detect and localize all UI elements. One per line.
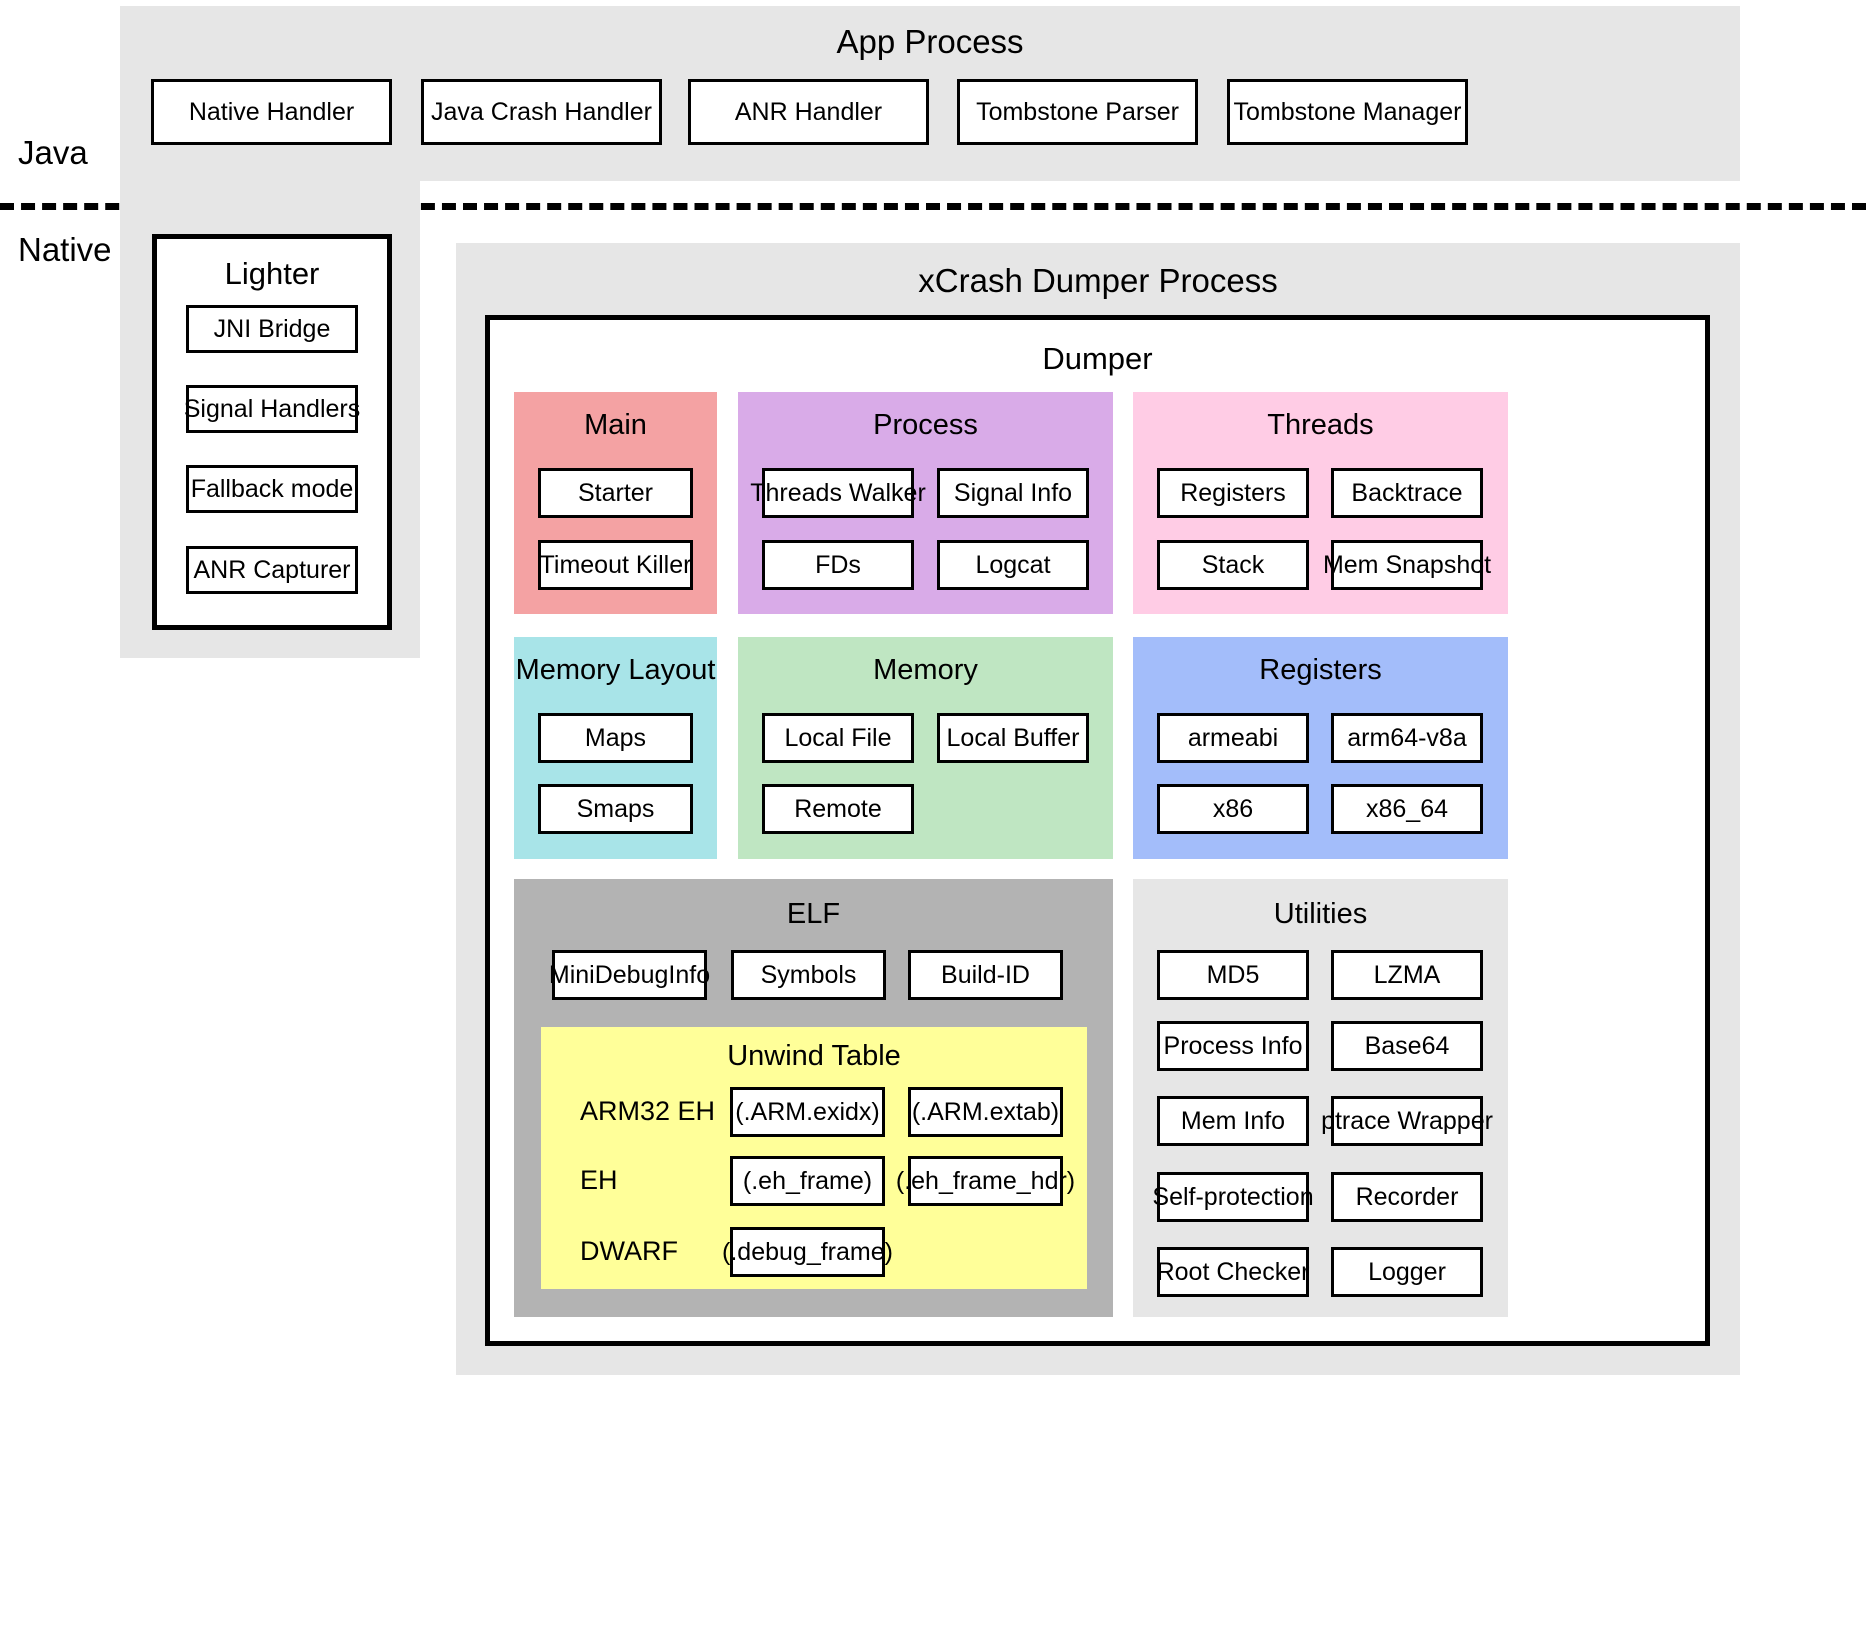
node-timeout-killer[interactable]: Timeout Killer <box>538 540 693 590</box>
dumper-process-title: xCrash Dumper Process <box>918 262 1278 299</box>
dumper-title: Dumper <box>1042 341 1153 376</box>
node-anr-capturer[interactable]: ANR Capturer <box>186 546 358 594</box>
node-fallback-mode[interactable]: Fallback mode <box>186 465 358 513</box>
node-minidebuginfo[interactable]: MiniDebugInfo <box>549 950 710 1000</box>
app-process-title: App Process <box>836 23 1024 60</box>
node-ptrace-wrapper[interactable]: ptrace Wrapper <box>1321 1096 1493 1146</box>
node-eh-frame[interactable]: (.eh_frame) <box>730 1156 885 1206</box>
group-memory-layout-title: Memory Layout <box>515 654 716 686</box>
layer-label-native: Native <box>18 231 112 268</box>
node-symbols[interactable]: Symbols <box>731 950 886 1000</box>
lighter-title: Lighter <box>224 256 320 291</box>
node-mem-info[interactable]: Mem Info <box>1157 1096 1309 1146</box>
layer-label-java: Java <box>18 134 88 171</box>
node-md5[interactable]: MD5 <box>1157 950 1309 1000</box>
node-build-id[interactable]: Build-ID <box>908 950 1063 1000</box>
unwind-row-label-eh: EH <box>580 1165 618 1195</box>
node-logcat[interactable]: Logcat <box>937 540 1089 590</box>
node-anr-handler[interactable]: ANR Handler <box>688 79 929 145</box>
node-jni-bridge[interactable]: JNI Bridge <box>186 305 358 353</box>
node-x86-64[interactable]: x86_64 <box>1331 784 1483 834</box>
node-signal-handlers[interactable]: Signal Handlers <box>184 385 360 433</box>
node-logger[interactable]: Logger <box>1331 1247 1483 1297</box>
node-root-checker[interactable]: Root Checker <box>1157 1247 1309 1297</box>
node-armeabi[interactable]: armeabi <box>1157 713 1309 763</box>
group-unwind-table-title: Unwind Table <box>727 1040 901 1072</box>
group-elf-title: ELF <box>786 898 841 930</box>
group-process-title: Process <box>873 409 978 441</box>
node-arm64-v8a[interactable]: arm64-v8a <box>1331 713 1483 763</box>
unwind-row-label-arm32-eh: ARM32 EH <box>580 1096 716 1126</box>
node-starter[interactable]: Starter <box>538 468 693 518</box>
node-stack[interactable]: Stack <box>1157 540 1309 590</box>
node-maps[interactable]: Maps <box>538 713 693 763</box>
node-smaps[interactable]: Smaps <box>538 784 693 834</box>
node-tombstone-parser[interactable]: Tombstone Parser <box>957 79 1198 145</box>
node-local-buffer[interactable]: Local Buffer <box>937 713 1089 763</box>
node-fds[interactable]: FDs <box>762 540 914 590</box>
node-recorder[interactable]: Recorder <box>1331 1172 1483 1222</box>
node-threads-registers[interactable]: Registers <box>1157 468 1309 518</box>
node-signal-info[interactable]: Signal Info <box>937 468 1089 518</box>
node-native-handler[interactable]: Native Handler <box>151 79 392 145</box>
node-remote[interactable]: Remote <box>762 784 914 834</box>
group-threads-title: Threads <box>1267 409 1374 441</box>
node-java-crash-handler[interactable]: Java Crash Handler <box>421 79 662 145</box>
unwind-row-label-dwarf: DWARF <box>580 1236 678 1266</box>
node-base64[interactable]: Base64 <box>1331 1021 1483 1071</box>
node-debug-frame[interactable]: (.debug_frame) <box>722 1227 893 1277</box>
group-registers-title: Registers <box>1259 654 1382 686</box>
node-process-info[interactable]: Process Info <box>1157 1021 1309 1071</box>
node-arm-exidx[interactable]: (.ARM.exidx) <box>730 1087 885 1137</box>
node-x86[interactable]: x86 <box>1157 784 1309 834</box>
node-eh-frame-hdr[interactable]: (.eh_frame_hdr) <box>896 1156 1075 1206</box>
java-native-divider <box>0 203 1866 210</box>
node-local-file[interactable]: Local File <box>762 713 914 763</box>
group-memory-title: Memory <box>873 654 978 686</box>
node-lzma[interactable]: LZMA <box>1331 950 1483 1000</box>
node-mem-snapshot[interactable]: Mem Snapshot <box>1323 540 1491 590</box>
node-threads-walker[interactable]: Threads Walker <box>750 468 926 518</box>
node-self-protection[interactable]: Self-protection <box>1152 1172 1314 1222</box>
group-utilities-title: Utilities <box>1273 898 1368 930</box>
node-arm-extab[interactable]: (.ARM.extab) <box>908 1087 1063 1137</box>
node-backtrace[interactable]: Backtrace <box>1331 468 1483 518</box>
node-tombstone-manager[interactable]: Tombstone Manager <box>1227 79 1468 145</box>
group-main-title: Main <box>584 409 647 441</box>
